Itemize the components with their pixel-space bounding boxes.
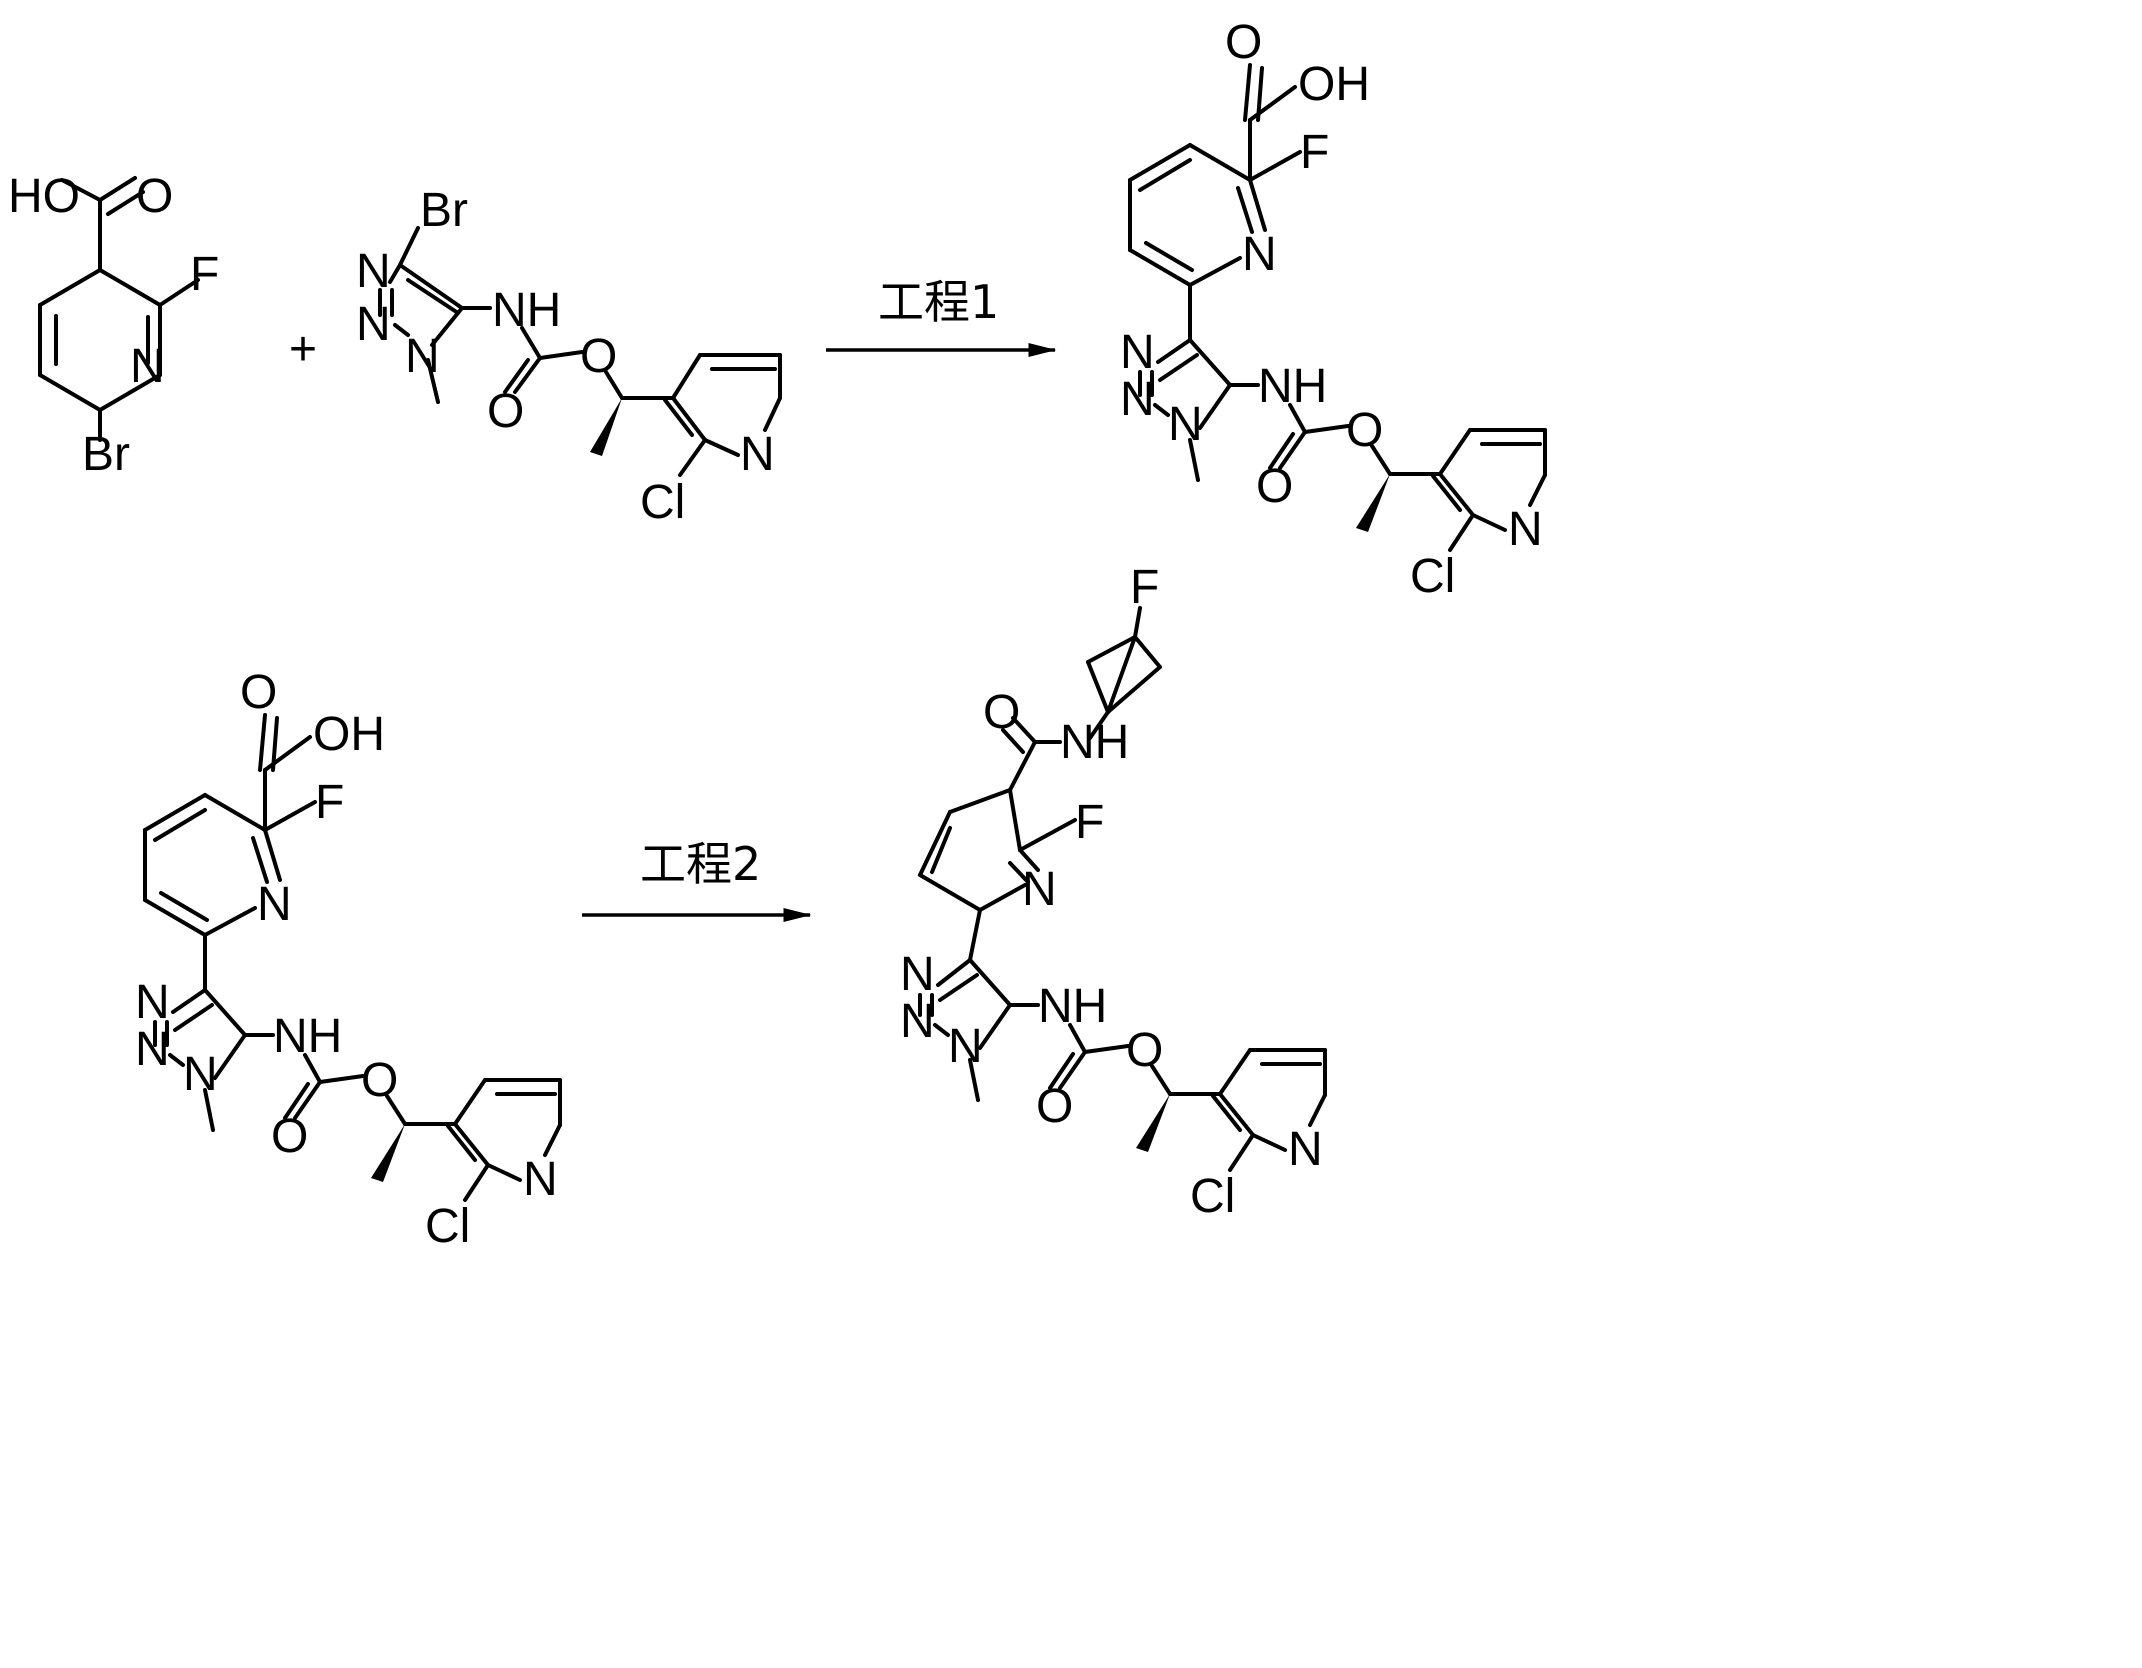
atom-ester-oxygen: O [1346,404,1383,457]
atom-triazole-nitrogen-2: N [135,1023,170,1076]
plus-sign: + [289,323,317,376]
atom-fluorine: F [1300,126,1329,179]
atom-hydroxyl: OH [1298,58,1370,111]
atom-carbonyl-oxygen: O [1036,1080,1073,1133]
atom-chlorine: Cl [640,476,685,529]
atom-chlorine: Cl [425,1200,470,1253]
atom-hydroxyl: HO [8,170,80,223]
stereo-wedge [1356,474,1390,532]
atom-carbonyl-oxygen: O [983,686,1020,739]
intermediate-product-bottom: O OH F N N N N NH O O N Cl [135,666,560,1253]
atom-carbonyl-oxygen: O [1256,460,1293,513]
atom-carbonyl-oxygen: O [240,666,277,719]
step-1-arrow: 工程1 [826,275,1055,350]
stereo-wedge [371,1124,405,1182]
bonds [145,715,560,1200]
atom-chlorine: Cl [1410,550,1455,603]
atom-triazole-nitrogen-2: N [900,995,935,1048]
atom-amide-nh: NH [1038,980,1107,1033]
atom-triazole-nitrogen-3: N [1120,326,1155,379]
atom-carbonyl-oxygen: O [1225,16,1262,69]
atom-pyridine-nitrogen: N [1508,503,1543,556]
atom-amide-nh: NH [1060,716,1129,769]
atom-ester-oxygen: O [580,330,617,383]
atom-pyridine-nitrogen: N [1242,228,1277,281]
atom-ester-oxygen: O [361,1054,398,1107]
atom-pyridine-nitrogen: N [1288,1123,1323,1176]
atom-triazole-nitrogen-3: N [900,948,935,1001]
atom-pyridine-nitrogen: N [740,428,775,481]
atom-hydroxyl: OH [313,708,385,761]
atom-pyridine-nitrogen: N [1022,863,1057,916]
atom-triazole-nitrogen-2: N [356,298,391,351]
reactant-bromotriazole-carbamate: Br N N N NH O O N Cl [356,184,780,529]
atom-fluorine: F [1130,561,1159,614]
atom-triazole-nitrogen-2: N [1120,373,1155,426]
atom-amide-nh: NH [273,1010,342,1063]
atom-triazole-nitrogen-3: N [356,245,391,298]
stereo-wedge [1136,1094,1170,1152]
atom-bromine: Br [420,184,468,237]
atom-triazole-nitrogen-1: N [1168,398,1203,451]
atom-amide-nh: NH [492,284,561,337]
atom-triazole-nitrogen-1: N [405,330,440,383]
atom-pyridine-nitrogen: N [130,340,165,393]
atom-chlorine: Cl [1190,1170,1235,1223]
atom-fluorine: F [190,248,219,301]
bonds [920,608,1325,1170]
intermediate-product-top: O OH F N N N N NH O O N Cl [1120,16,1545,603]
step-2-arrow: 工程2 [582,837,810,915]
stereo-wedge [590,398,622,456]
atom-carbonyl-oxygen: O [136,170,173,223]
atom-pyridine-nitrogen: N [523,1153,558,1206]
reactant-bromofluoronicotinic-acid: HO O F N Br [8,170,219,481]
atom-triazole-nitrogen-1: N [948,1020,983,1073]
atom-triazole-nitrogen-1: N [183,1048,218,1101]
final-product: F O NH F N N N N NH O O N Cl [900,561,1325,1223]
bonds [1130,65,1545,550]
atom-carbonyl-oxygen: O [487,385,524,438]
atom-ester-oxygen: O [1126,1024,1163,1077]
atom-fluorine: F [315,776,344,829]
atom-pyridine-nitrogen: N [257,878,292,931]
atom-triazole-nitrogen-3: N [135,976,170,1029]
atom-bromine: Br [82,428,130,481]
atom-fluorine: F [1075,796,1104,849]
atom-carbonyl-oxygen: O [271,1110,308,1163]
step-2-label: 工程2 [640,837,761,891]
atom-amide-nh: NH [1258,360,1327,413]
step-1-label: 工程1 [878,275,999,329]
